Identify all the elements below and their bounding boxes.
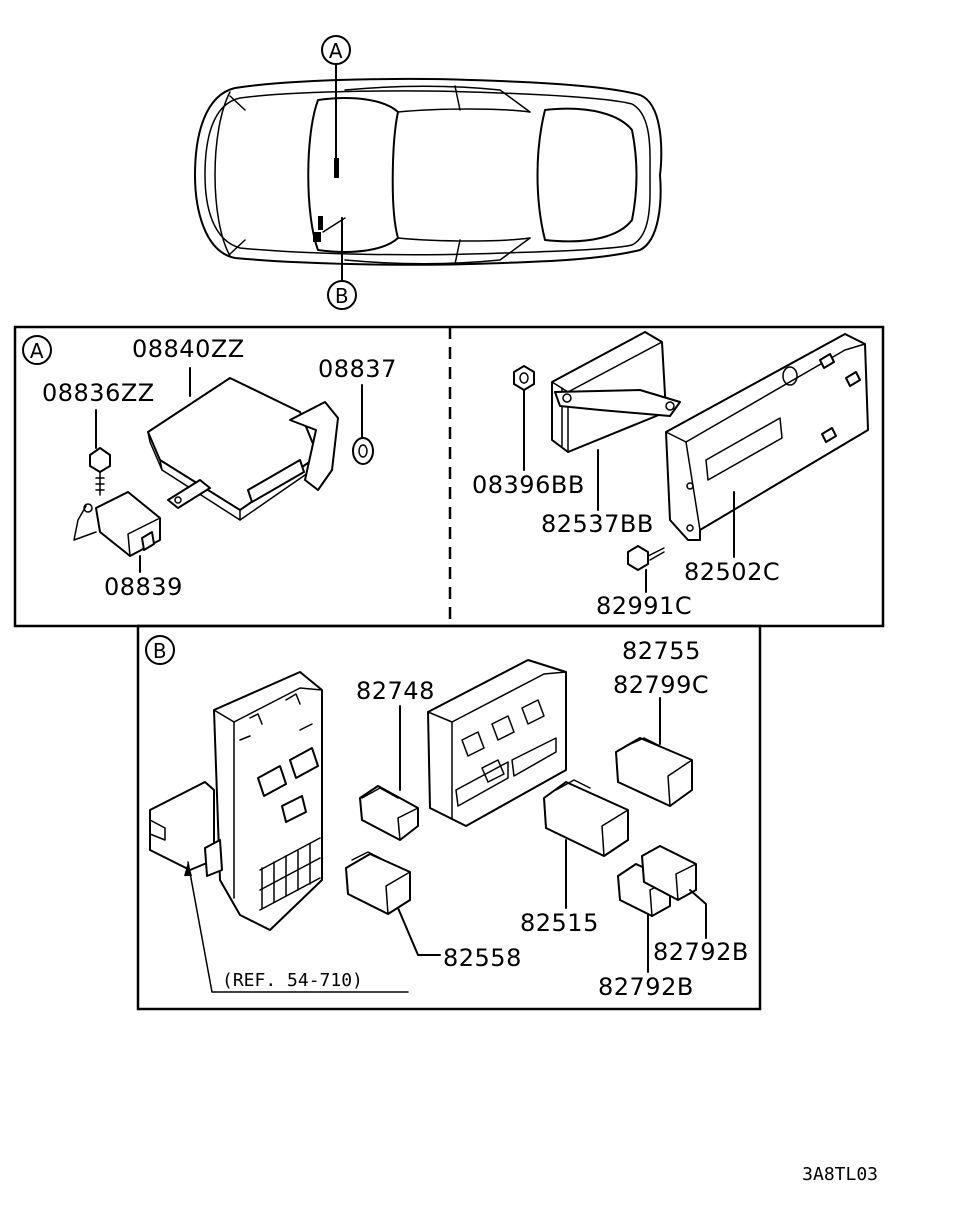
part-08837-drawing xyxy=(352,437,374,465)
part-82515-drawing xyxy=(543,779,629,857)
panel-b-marker: B xyxy=(153,639,167,663)
part-08839-drawing xyxy=(73,491,161,557)
label-82748: 82748 xyxy=(356,677,435,705)
label-08837: 08837 xyxy=(318,355,397,383)
callout-a-car: A xyxy=(321,35,351,159)
part-82558-drawing xyxy=(345,851,411,915)
label-82799C: 82799C xyxy=(613,671,709,699)
label-82991C: 82991C xyxy=(596,592,692,620)
part-82755-drawing xyxy=(615,737,693,807)
panel-a-marker: A xyxy=(30,339,44,363)
junction-block-drawing xyxy=(149,671,323,931)
part-82991C-drawing xyxy=(627,545,665,571)
label-ref-54-710: (REF. 54-710) xyxy=(222,970,363,991)
label-08396BB: 08396BB xyxy=(472,471,585,499)
label-82792B-upper: 82792B xyxy=(653,938,749,966)
label-82502C: 82502C xyxy=(684,558,780,586)
panel-a: A xyxy=(13,325,885,628)
callout-a-letter: A xyxy=(329,39,343,63)
label-08840ZZ: 08840ZZ xyxy=(132,335,245,363)
part-08840ZZ-drawing xyxy=(147,377,339,521)
part-82792B-drawing xyxy=(617,845,697,917)
part-08396BB-drawing xyxy=(513,365,535,391)
car-top-view xyxy=(194,77,663,266)
panel-b: B xyxy=(136,624,762,1011)
label-82792B-lower: 82792B xyxy=(598,973,694,1001)
part-82748-drawing xyxy=(359,785,419,841)
label-82755: 82755 xyxy=(622,637,701,665)
label-08836ZZ: 08836ZZ xyxy=(42,379,155,407)
label-82558: 82558 xyxy=(443,944,522,972)
drawing-code: 3A8TL03 xyxy=(802,1164,878,1185)
label-82515: 82515 xyxy=(520,909,599,937)
part-82502C-drawing xyxy=(665,333,869,541)
fuse-box-drawing xyxy=(427,659,567,827)
callout-b-car: B xyxy=(327,217,357,310)
callout-b-letter: B xyxy=(335,284,349,308)
label-82537BB: 82537BB xyxy=(541,510,654,538)
part-82537BB-drawing xyxy=(551,331,681,453)
part-08836ZZ-drawing xyxy=(89,447,111,496)
label-08839: 08839 xyxy=(104,573,183,601)
